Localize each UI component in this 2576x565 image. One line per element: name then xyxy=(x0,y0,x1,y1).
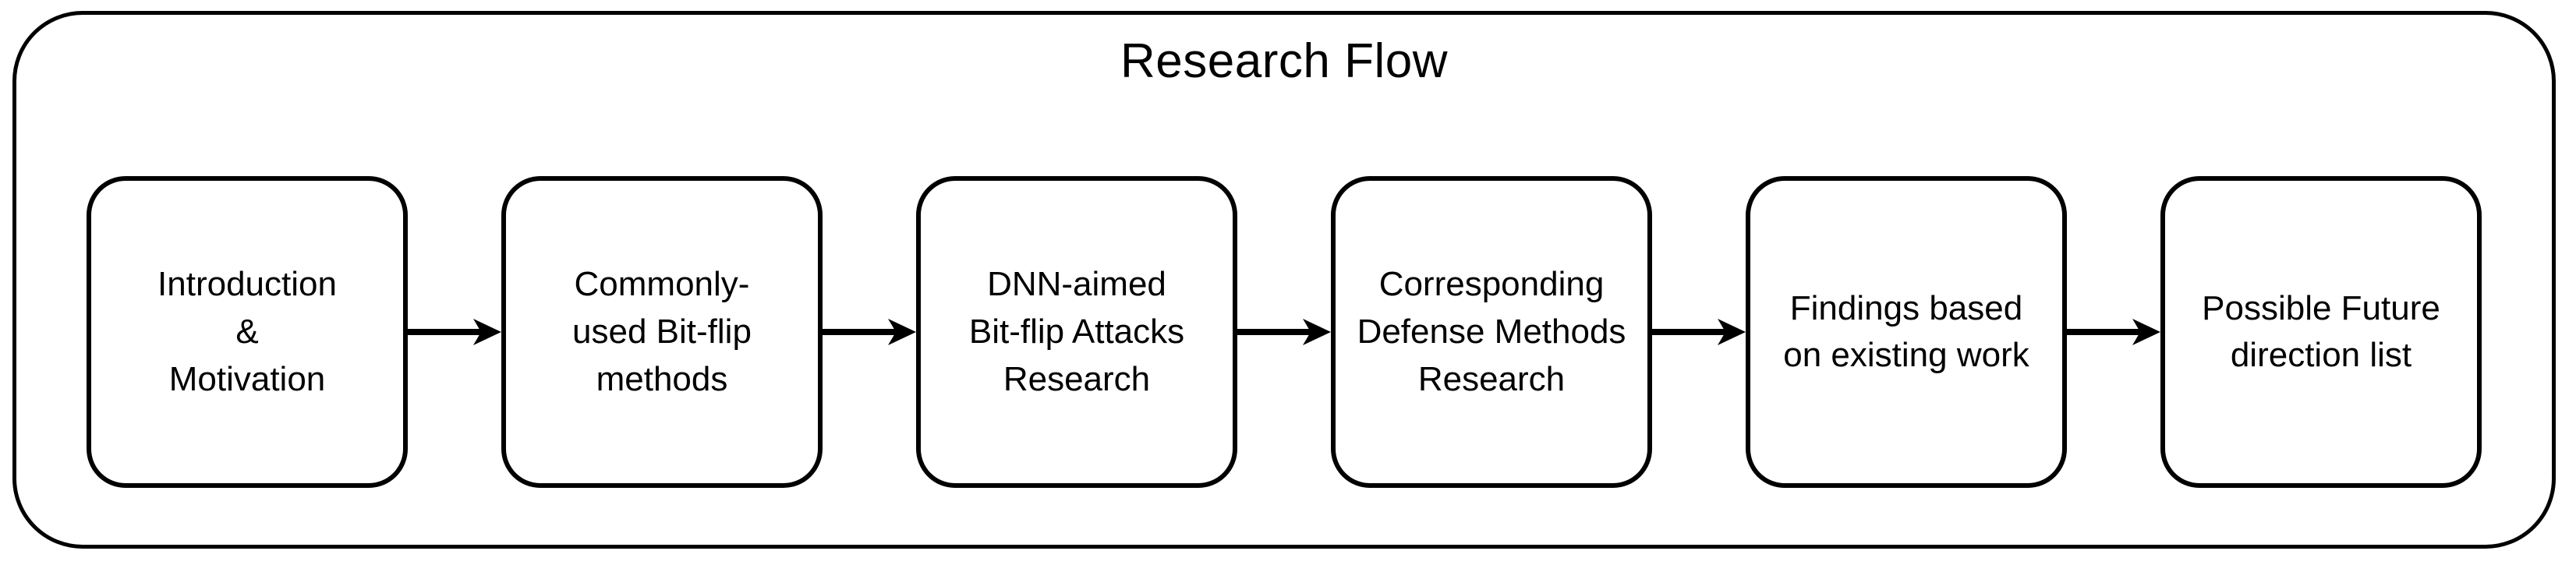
node-label-findings: Findings based on existing work xyxy=(1783,288,2029,375)
arrow-right-icon xyxy=(1237,319,1331,346)
node-label-defense-methods: Corresponding Defense Methods Research xyxy=(1357,265,1626,398)
flow-row: Introduction & Motivation Commonly- used… xyxy=(16,176,2552,489)
diagram-frame: Research Flow Introduction & Motivation … xyxy=(12,11,2556,549)
flow-node-introduction-motivation: Introduction & Motivation xyxy=(87,176,408,489)
node-label-introduction-motivation: Introduction & Motivation xyxy=(157,265,337,398)
flow-node-findings: Findings based on existing work xyxy=(1746,176,2067,489)
node-label-dnn-bitflip-attacks: DNN-aimed Bit-flip Attacks Research xyxy=(968,265,1185,398)
node-label-bitflip-methods: Commonly- used Bit-flip methods xyxy=(572,265,752,398)
diagram-title: Research Flow xyxy=(1120,34,1448,88)
flow-node-future-directions: Possible Future direction list xyxy=(2160,176,2482,489)
arrow-right-icon xyxy=(1652,319,1746,346)
flow-node-defense-methods: Corresponding Defense Methods Research xyxy=(1331,176,1652,489)
node-label-future-directions: Possible Future direction list xyxy=(2202,288,2440,375)
flow-node-dnn-bitflip-attacks: DNN-aimed Bit-flip Attacks Research xyxy=(916,176,1237,489)
arrow-right-icon xyxy=(823,319,916,346)
arrow-right-icon xyxy=(2067,319,2160,346)
flow-node-bitflip-methods: Commonly- used Bit-flip methods xyxy=(501,176,823,489)
arrow-right-icon xyxy=(408,319,501,346)
